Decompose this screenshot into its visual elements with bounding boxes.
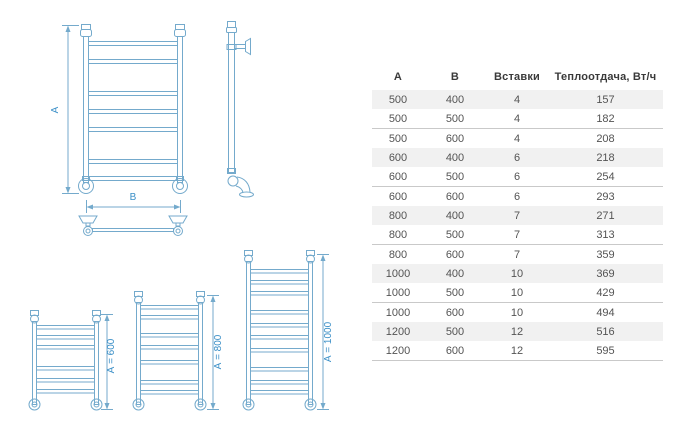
spec-cell: 4: [486, 90, 548, 109]
spec-cell: 600: [445, 190, 465, 203]
spec-cell: 359: [596, 248, 615, 261]
spec-cell: 4: [486, 109, 548, 129]
drawings-canvas: [28, 21, 329, 411]
spec-cell: 500: [424, 225, 486, 245]
dimension-b: [86, 200, 181, 213]
spec-cell: 6: [486, 148, 548, 167]
spec-cell: 1000: [372, 283, 424, 303]
spec-cell: 157: [548, 90, 663, 109]
spec-cell: 218: [548, 148, 663, 167]
spec-cell: 600: [445, 248, 465, 261]
spec-cell: 400: [424, 90, 486, 109]
spec-cell: 500: [372, 109, 424, 129]
dim-label-b-main: В: [129, 192, 137, 203]
variant-1000-drawing: [242, 250, 329, 411]
spec-cell: 4: [513, 132, 521, 145]
spec-cell: 10: [486, 283, 548, 303]
variant-label-1000: А = 1000: [323, 321, 334, 363]
spec-cell: 600: [445, 132, 465, 145]
variant-800-drawing: [132, 291, 219, 411]
side-view-drawing: [226, 21, 254, 198]
spec-cell: 500: [388, 132, 408, 145]
spec-cell: 600: [372, 148, 424, 167]
spec-cell: 208: [596, 132, 615, 145]
spec-cell: 600: [445, 306, 465, 319]
spec-row-800x600: 800 600 7 359: [372, 245, 663, 265]
spec-cell: 500: [424, 167, 486, 187]
spec-cell: 369: [548, 264, 663, 283]
column-header-b: В: [450, 71, 460, 83]
column-header-inserts: Вставки: [494, 71, 540, 83]
spec-table-header-row: А В Вставки Теплоотдача, Вт/ч: [372, 64, 663, 90]
spec-cell: 7: [486, 206, 548, 225]
variant-label-600: А = 600: [106, 338, 117, 374]
spec-row-1000x600: 1000 600 10 494: [372, 303, 663, 323]
variant-600-drawing: [28, 310, 113, 411]
spec-row-600x600: 600 600 6 293: [372, 187, 663, 207]
technical-drawings: А В А = 600 А = 800 А = 1000: [28, 21, 334, 411]
dim-label-a-main: А: [50, 106, 61, 114]
spec-cell: 182: [548, 109, 663, 129]
spec-cell: 7: [513, 248, 521, 261]
spec-cell: 7: [486, 225, 548, 245]
column-header-a: А: [393, 71, 403, 83]
spec-cell: 800: [372, 206, 424, 225]
spec-row-500x600: 500 600 4 208: [372, 129, 663, 149]
spec-cell: 400: [424, 264, 486, 283]
spec-cell: 400: [424, 148, 486, 167]
spec-cell: 494: [596, 306, 615, 319]
spec-cell: 6: [486, 167, 548, 187]
spec-cell: 595: [548, 341, 663, 361]
spec-cell: 500: [372, 90, 424, 109]
spec-cell: 500: [424, 109, 486, 129]
spec-cell: 800: [388, 248, 408, 261]
spec-cell: 12: [486, 341, 548, 361]
spec-cell: 313: [548, 225, 663, 245]
spec-cell: 500: [424, 283, 486, 303]
spec-cell: 10: [510, 306, 524, 319]
spec-cell: 600: [424, 341, 486, 361]
brackets-top-view: [78, 215, 188, 236]
spec-cell: 293: [596, 190, 615, 203]
spec-cell: 271: [548, 206, 663, 225]
variant-label-800: А = 800: [213, 334, 224, 370]
spec-cell: 516: [548, 322, 663, 341]
spec-cell: 500: [424, 322, 486, 341]
spec-cell: 800: [372, 225, 424, 245]
spec-cell: 6: [513, 190, 521, 203]
spec-cell: 12: [486, 322, 548, 341]
spec-cell: 429: [548, 283, 663, 303]
dimension-a: [62, 25, 79, 194]
spec-cell: 600: [388, 190, 408, 203]
spec-cell: 1200: [372, 341, 424, 361]
spec-cell: 1200: [372, 322, 424, 341]
front-view-drawing: [78, 24, 188, 194]
spec-cell: 400: [424, 206, 486, 225]
spec-cell: 254: [548, 167, 663, 187]
column-header-heat-output: Теплоотдача, Вт/ч: [554, 71, 657, 83]
spec-cell: 1000: [385, 306, 411, 319]
spec-cell: 600: [372, 167, 424, 187]
spec-cell: 10: [486, 264, 548, 283]
spec-cell: 1000: [372, 264, 424, 283]
